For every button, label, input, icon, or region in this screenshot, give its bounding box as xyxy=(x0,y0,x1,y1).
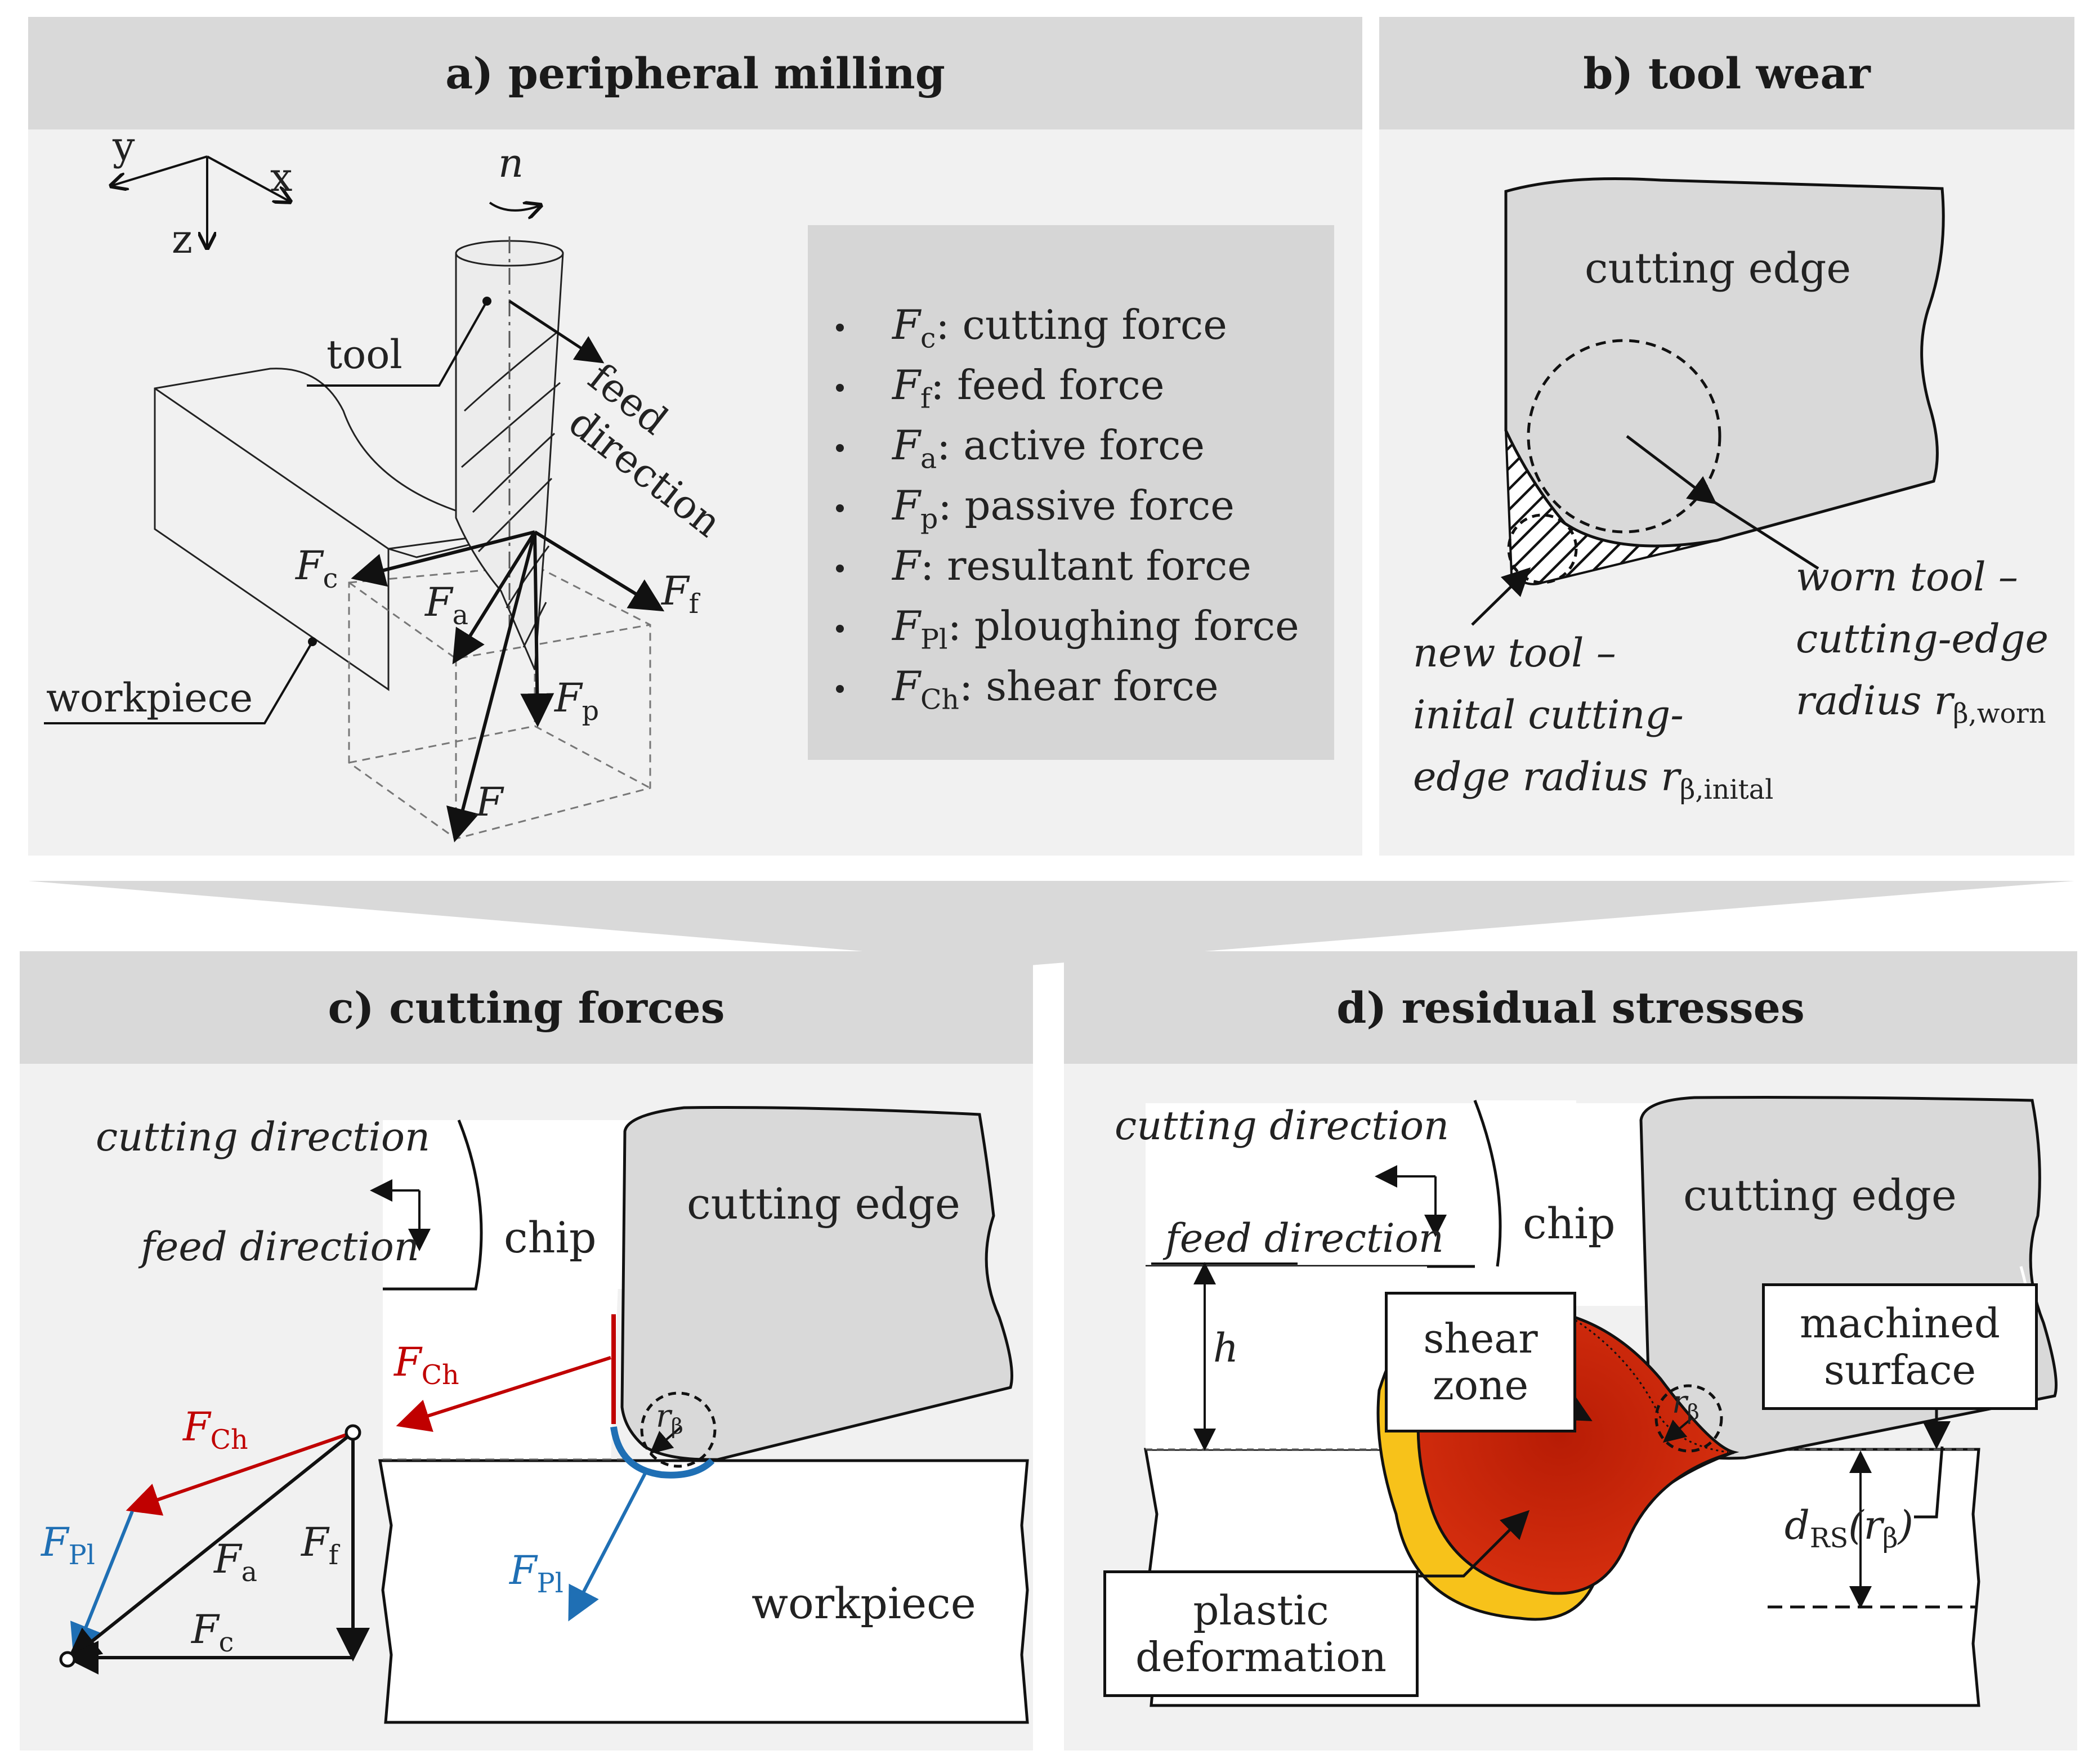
cutting-edge-shape xyxy=(620,1106,1013,1461)
coordinate-axes xyxy=(111,155,290,248)
axis-y-label: y xyxy=(113,123,135,169)
triangle-fc-label: Fc xyxy=(191,1606,234,1658)
panel-c-title: c) cutting forces xyxy=(20,951,1033,1064)
fch-label: FCh xyxy=(394,1339,459,1391)
cutting-direction-label: cutting direction xyxy=(96,1114,431,1160)
fpl-label: FPl xyxy=(509,1547,564,1599)
cutting-edge-label: cutting edge xyxy=(1683,1170,1957,1220)
tool-leader xyxy=(307,301,488,387)
cutting-edge-label: cutting edge xyxy=(1585,244,1852,293)
worn-tool-label-2: cutting-edge xyxy=(1796,616,2049,662)
panel-peripheral-milling: a) peripheral milling xyxy=(28,17,1362,856)
force-f-label: F xyxy=(476,779,503,825)
panel-residual-stresses: d) residual stresses xyxy=(1064,951,2077,1750)
cutting-edge-label: cutting edge xyxy=(687,1179,960,1229)
axis-z-label: z xyxy=(172,216,193,262)
force-legend: Fc: cutting force Ff: feed force Fa: act… xyxy=(808,225,1334,760)
axis-x-label: x xyxy=(270,154,293,200)
panel-d-title: d) residual stresses xyxy=(1064,951,2077,1064)
rotation-arrow xyxy=(489,203,540,211)
chip-shape xyxy=(383,1120,625,1461)
converging-banner xyxy=(28,881,2074,965)
rotation-n-label: n xyxy=(498,140,524,186)
r-beta-label: rβ xyxy=(1672,1384,1700,1425)
h-label: h xyxy=(1213,1325,1239,1371)
panel-b-title: b) tool wear xyxy=(1379,17,2074,129)
triangle-fpl-label: FPl xyxy=(41,1519,95,1571)
fpl-arrow xyxy=(568,1468,649,1622)
panel-tool-wear: b) tool wear cutting edge new tool – ini… xyxy=(1379,17,2074,856)
workpiece-label: workpiece xyxy=(752,1578,976,1628)
worn-tool-label-3: radius rβ,worn xyxy=(1796,678,2046,729)
triangle-fch-label: FCh xyxy=(183,1404,248,1456)
feed-direction-label: feed direction xyxy=(1165,1215,1444,1261)
triangle-ff-label: Ff xyxy=(301,1519,339,1571)
r-beta-label: rβ xyxy=(656,1398,683,1439)
initial-radius-circle xyxy=(1507,513,1578,584)
force-fa-label: Fa xyxy=(425,579,468,631)
force-ff-label: Ff xyxy=(661,568,699,620)
new-tool-label-1: new tool – xyxy=(1413,630,1616,676)
feed-direction-label: feed direction xyxy=(141,1224,419,1270)
workpiece-leader xyxy=(44,641,314,724)
milling-drawing xyxy=(44,155,665,843)
force-triangle xyxy=(59,1424,370,1675)
new-tool-label-3: edge radius rβ,inital xyxy=(1413,754,1774,805)
fch-arrow xyxy=(396,1356,611,1432)
cutting-forces-drawing xyxy=(59,1106,1029,1724)
worn-radius-circle xyxy=(1527,339,1721,534)
tool-wear-drawing xyxy=(1471,177,1945,626)
new-tool-label-2: inital cutting- xyxy=(1413,692,1684,738)
drs-label: dRS(rβ) xyxy=(1785,1502,1913,1554)
workpiece-shape xyxy=(378,1459,1029,1724)
force-fc-label: Fc xyxy=(296,543,338,594)
worn-tool-label-1: worn tool – xyxy=(1796,554,2018,600)
panel-cutting-forces: c) cutting forces xyxy=(20,951,1033,1750)
force-vectors xyxy=(351,530,665,843)
force-fp-label: Fp xyxy=(554,675,600,727)
panel-a-title: a) peripheral milling xyxy=(28,17,1362,129)
workpiece-label: workpiece xyxy=(46,675,253,721)
tool-label: tool xyxy=(327,332,402,378)
feed-arrow xyxy=(508,299,605,364)
cutting-edge-shape xyxy=(1504,177,1945,548)
chip-label: chip xyxy=(504,1212,597,1262)
chip-label: chip xyxy=(1523,1198,1616,1248)
triangle-fa-label: Fa xyxy=(214,1536,257,1588)
cutting-direction-label: cutting direction xyxy=(1115,1103,1450,1149)
